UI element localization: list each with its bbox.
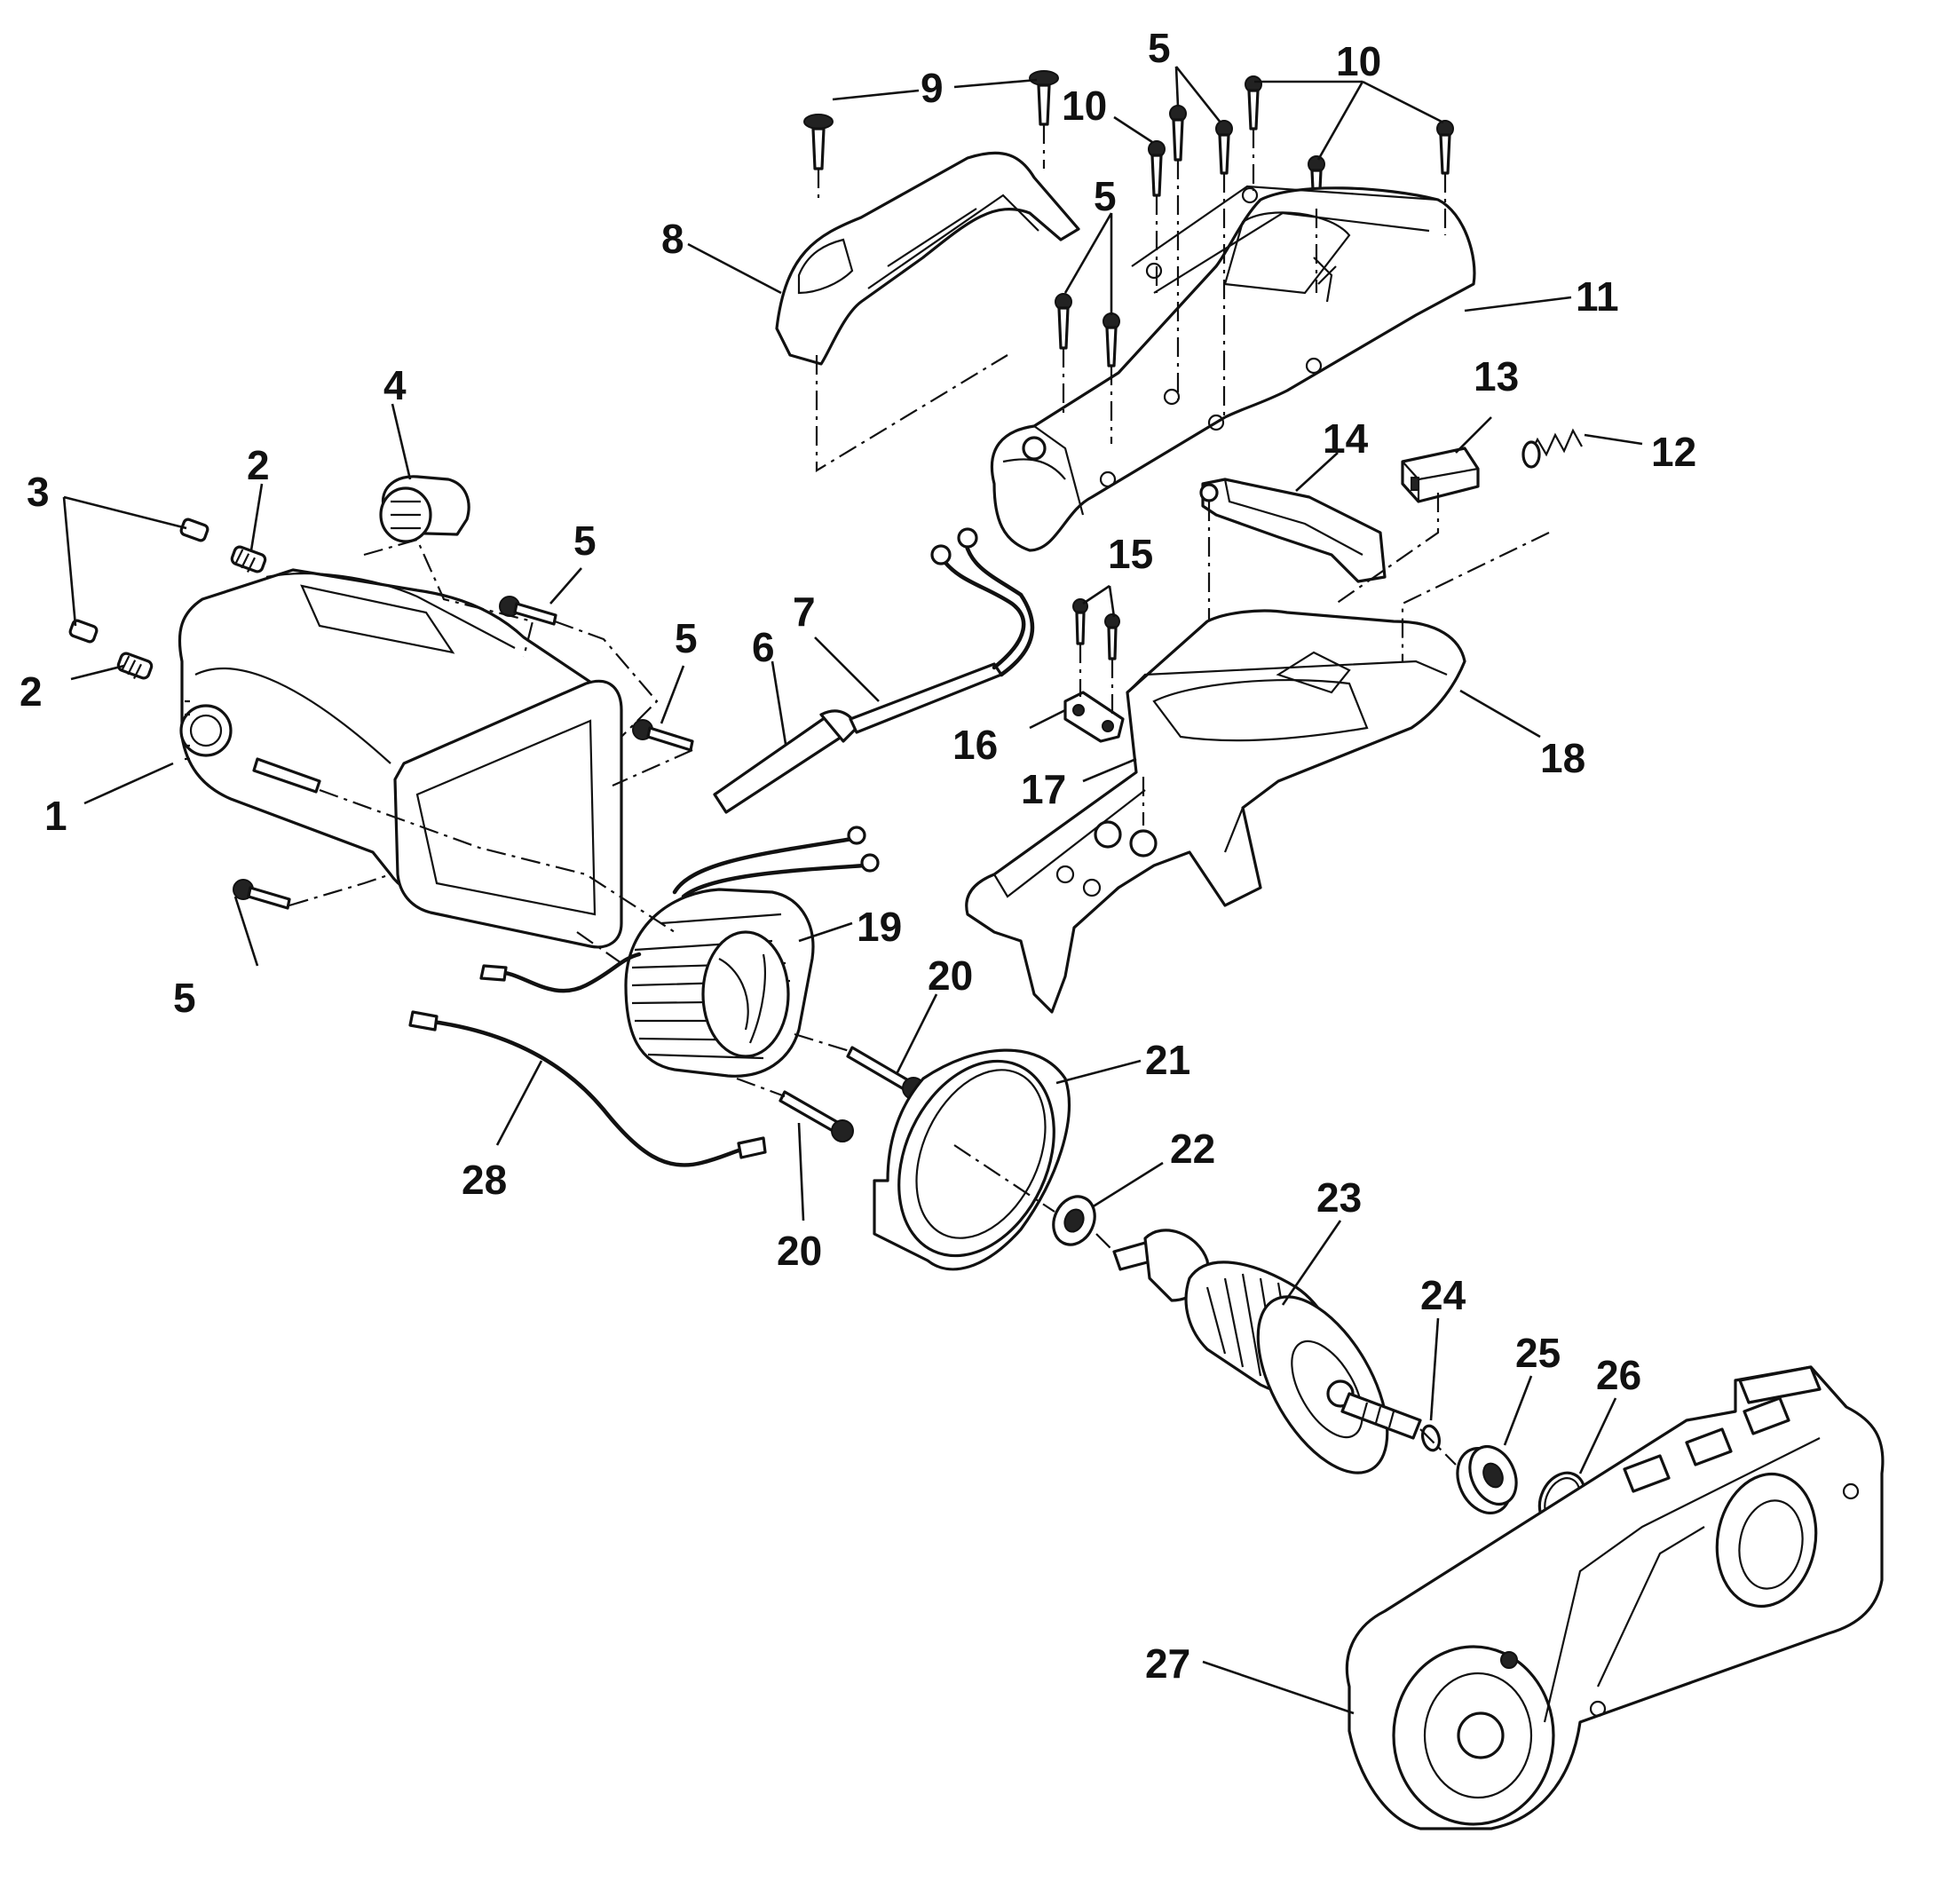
spring-2-lower (116, 652, 154, 680)
switch (1401, 447, 1480, 503)
bearing-22 (1052, 1195, 1096, 1246)
screw-9-left (803, 114, 834, 170)
field-stator (624, 826, 880, 1078)
brush-cap (379, 475, 470, 543)
spring-2-upper (230, 545, 267, 573)
callout-9: 9 (921, 65, 944, 111)
callout-18: 18 (1540, 735, 1585, 781)
trigger (1199, 478, 1387, 583)
power-cord (849, 527, 1035, 734)
callout-17: 17 (1021, 766, 1066, 812)
assembly-lines (288, 124, 1550, 1466)
trigger-spring (1521, 428, 1583, 469)
screw-10-b (1245, 75, 1262, 130)
field-screw-20-b (778, 1090, 854, 1142)
callout-19: 19 (857, 904, 902, 950)
screw-5-inside (252, 757, 321, 794)
callout-5-b: 5 (675, 615, 698, 661)
callout-13: 13 (1474, 353, 1519, 399)
screw-5-b (632, 719, 694, 752)
gear-case (1345, 1365, 1885, 1830)
callout-23: 23 (1316, 1174, 1362, 1221)
screw-9-right (1029, 70, 1059, 126)
screw-15-b (1104, 613, 1120, 660)
upper-handle-housing (990, 185, 1476, 552)
strain-relief (713, 709, 858, 814)
screw-5-mid-b (1102, 312, 1120, 368)
callout-24: 24 (1420, 1272, 1466, 1318)
leader-lines (62, 66, 1643, 1715)
callout-6: 6 (752, 624, 775, 670)
callout-8: 8 (661, 216, 684, 262)
callout-14: 14 (1323, 415, 1369, 462)
callout-10-right: 10 (1336, 38, 1381, 84)
callout-20-upper: 20 (928, 952, 973, 999)
callout-3: 3 (27, 469, 50, 515)
screw-10-a (1148, 140, 1166, 197)
handle-grip (775, 151, 1080, 366)
armature (1112, 1229, 1422, 1474)
screw-5-c (233, 879, 291, 910)
callout-15: 15 (1108, 531, 1153, 577)
screw-5-a (499, 596, 557, 626)
callout-labels: 1 2 2 3 4 5 5 5 5 5 6 7 8 9 10 10 11 12 … (20, 25, 1696, 1687)
callout-1: 1 (44, 793, 67, 839)
retaining-ring (1420, 1424, 1442, 1452)
screw-5-top-b (1215, 120, 1233, 175)
screw-5-top-a (1169, 105, 1187, 162)
bearing-25 (1456, 1444, 1518, 1515)
callout-20-lower: 20 (777, 1228, 822, 1274)
motor-housing (178, 568, 623, 949)
ground-wire (408, 952, 767, 1167)
callout-16: 16 (952, 722, 998, 768)
screw-15-a (1072, 598, 1088, 645)
callout-5-mid: 5 (1094, 173, 1117, 219)
lower-handle-housing (965, 609, 1466, 1014)
callout-2-upper: 2 (247, 442, 270, 488)
cord-clamp (1063, 691, 1125, 743)
set-screw-3-lower (68, 619, 99, 644)
callout-27: 27 (1145, 1640, 1190, 1687)
callout-28: 28 (462, 1157, 507, 1203)
callout-2-lower: 2 (20, 668, 43, 715)
callout-7: 7 (793, 589, 816, 635)
callout-26: 26 (1596, 1352, 1641, 1398)
callout-5-top: 5 (1148, 25, 1171, 71)
callout-10-left: 10 (1062, 83, 1107, 129)
baffle (873, 1048, 1071, 1271)
callout-12: 12 (1651, 429, 1696, 475)
callout-22: 22 (1170, 1126, 1215, 1172)
callout-5-c: 5 (173, 975, 196, 1021)
callout-4: 4 (383, 362, 407, 408)
screw-5-mid-a (1055, 293, 1072, 350)
callout-21: 21 (1145, 1037, 1190, 1083)
callout-5-a: 5 (573, 518, 597, 564)
callout-11: 11 (1576, 273, 1619, 320)
screw-10-d (1436, 120, 1454, 175)
callout-25: 25 (1515, 1330, 1561, 1376)
set-screw-3-upper (179, 518, 209, 542)
